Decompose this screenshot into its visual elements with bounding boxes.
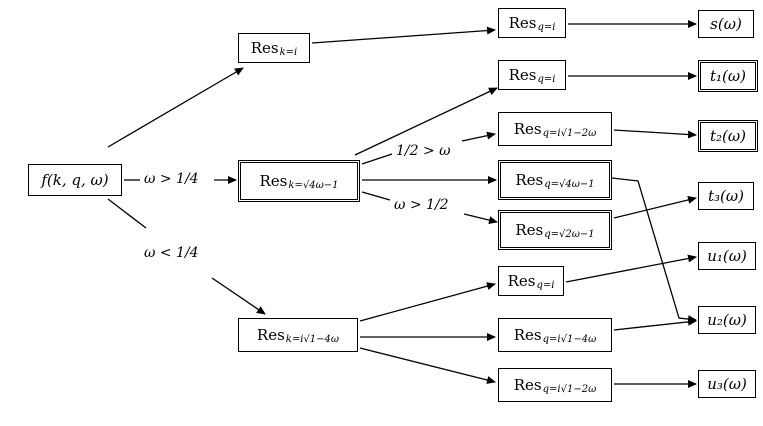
edge-res-q-sqrt4-to-u2 <box>611 177 697 324</box>
res-subscript: q=i√1−4ω <box>542 334 597 345</box>
edge-res-q-isqrt12-1-to-t2 <box>613 129 697 139</box>
edge-label-w-gt-half: ω > 1/2 <box>392 197 451 213</box>
res-word: Res <box>513 325 542 344</box>
node-t2-label: t₂(ω) <box>710 126 746 145</box>
edge-label-w-lt-quarter-text: ω < 1/4 <box>144 245 199 261</box>
node-u3: u₃(ω) <box>698 370 756 398</box>
edge-root-to-res-k-isqrt14-b <box>211 277 266 315</box>
edge-label-half-gt-w-text: 1/2 > ω <box>396 143 451 159</box>
edge-res-q-i-3-to-u1 <box>565 254 697 283</box>
edge-label-w-gt-quarter: ω > 1/4 <box>142 171 201 187</box>
edge-root-to-res-k-isqrt14-a <box>107 198 147 229</box>
edge-res-k-isqrt14-to-res-q-i-3 <box>359 282 496 322</box>
node-t2: t₂(ω) <box>698 120 758 152</box>
edge-label-w-lt-quarter: ω < 1/4 <box>142 245 201 261</box>
edge-root-to-res-k-i <box>107 67 244 148</box>
edge-label-w-gt-half-text: ω > 1/2 <box>394 197 449 213</box>
res-word: Res <box>256 325 285 344</box>
res-word: Res <box>250 38 279 57</box>
res-subscript: q=i <box>537 74 556 85</box>
edge-res-k-sqrt4-to-res-q-sqrt2b <box>463 213 498 225</box>
res-word: Res <box>515 170 544 189</box>
res-word: Res <box>508 65 537 84</box>
edge-res-k-sqrt4-to-res-q-sqrt2a <box>361 191 391 201</box>
edge-label-half-gt-w: 1/2 > ω <box>394 143 453 159</box>
node-root: f(k, q, ω) <box>28 164 122 196</box>
edge-res-k-i-to-res-q-i-1 <box>311 26 496 44</box>
edge-res-k-sqrt4-to-res-q-isqrt12-1a <box>361 153 393 165</box>
edge-label-w-gt-quarter-text: ω > 1/4 <box>144 171 199 187</box>
res-word: Res <box>507 271 536 290</box>
res-subscript: q=i <box>537 22 556 33</box>
edge-res-k-sqrt4-to-res-q-isqrt12-1b <box>461 131 496 142</box>
node-u1: u₁(ω) <box>698 242 756 270</box>
node-u1-label: u₁(ω) <box>707 246 747 265</box>
res-subscript: q=i√1−2ω <box>542 384 597 395</box>
res-subscript: q=i <box>536 280 555 291</box>
res-subscript: k=i <box>279 47 298 58</box>
node-t3-label: t₃(ω) <box>708 186 744 205</box>
node-s-label: s(ω) <box>710 14 742 33</box>
res-word: Res <box>513 119 542 138</box>
res-word: Res <box>259 171 288 190</box>
node-root-label: f(k, q, ω) <box>41 170 109 189</box>
node-u3-label: u₃(ω) <box>707 374 747 393</box>
res-subscript: q=i√1−2ω <box>542 128 597 139</box>
res-word: Res <box>508 13 537 32</box>
edge-res-q-isqrt14-to-u2 <box>613 317 697 331</box>
res-subscript: q=√4ω−1 <box>544 179 595 190</box>
edge-res-k-sqrt4-to-res-q-i-2 <box>354 87 498 156</box>
node-u2: u₂(ω) <box>698 306 756 334</box>
res-word: Res <box>513 375 542 394</box>
node-t1-label: t₁(ω) <box>710 66 746 85</box>
res-word: Res <box>515 220 544 239</box>
node-t1: t₁(ω) <box>698 60 758 92</box>
res-subscript: k=i√1−4ω <box>285 334 340 345</box>
node-s: s(ω) <box>698 10 754 38</box>
edge-res-k-isqrt14-to-res-q-isqrt12-2 <box>359 347 496 384</box>
node-t3: t₃(ω) <box>698 182 754 210</box>
node-u2-label: u₂(ω) <box>707 310 747 329</box>
edge-res-q-sqrt2-to-t3 <box>613 196 697 219</box>
res-subscript: q=√2ω−1 <box>544 229 595 240</box>
res-subscript: k=√4ω−1 <box>288 180 339 191</box>
